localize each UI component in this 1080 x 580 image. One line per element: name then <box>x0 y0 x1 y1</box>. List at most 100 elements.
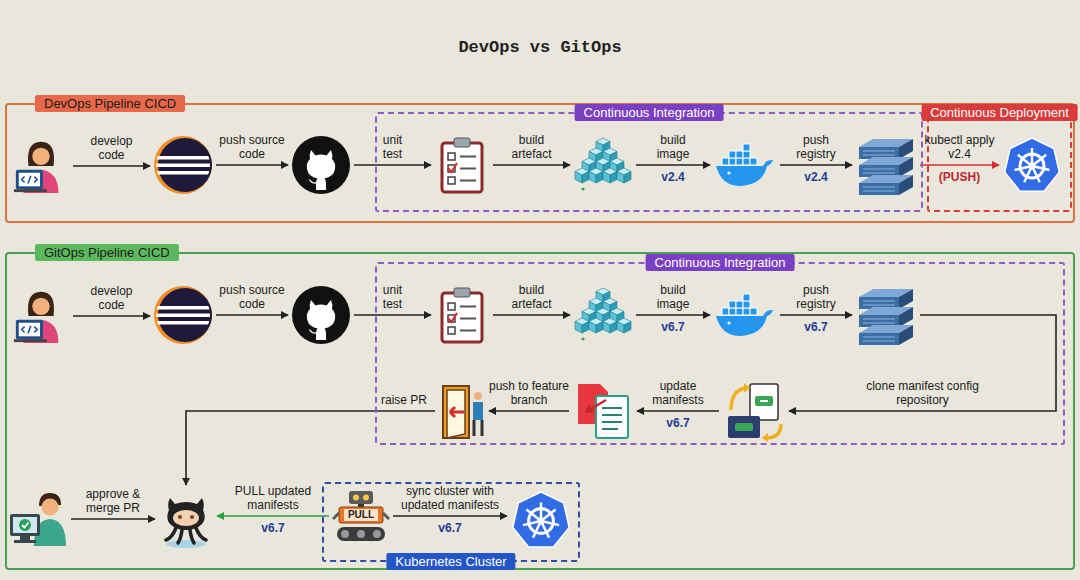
icon-graphic <box>153 135 213 195</box>
tool-icon <box>153 285 213 345</box>
icon-text: PULL <box>332 509 390 520</box>
icon-graphic <box>434 285 490 345</box>
tool-icon <box>153 135 213 195</box>
icon-graphic <box>855 135 917 195</box>
icon-graphic <box>153 285 213 345</box>
edge-label: kubectl apply v2.4 <box>920 133 1000 161</box>
tool-icon <box>8 490 68 548</box>
icon-graphic <box>722 380 786 442</box>
version-label: (PUSH) <box>939 170 980 184</box>
version-label: v2.4 <box>804 170 827 184</box>
icon-graphic <box>12 137 70 195</box>
pipeline-band: DevOps Pipeline CICDContinuous Integrati… <box>5 103 1075 223</box>
edge-label: develop code <box>86 134 138 162</box>
edge-label: push source code <box>217 133 287 161</box>
flow-arrow <box>393 515 507 517</box>
edge-label: raise PR <box>381 393 427 407</box>
icon-graphic <box>713 139 777 191</box>
flow-arrow <box>216 164 288 166</box>
icon-graphic <box>855 285 917 345</box>
version-label: v6.7 <box>666 416 689 430</box>
icon-graphic <box>158 488 214 550</box>
diagram-title: DevOps vs GitOps <box>0 38 1080 57</box>
flow-arrow <box>780 314 852 316</box>
flow-arrow <box>493 164 570 166</box>
tool-icon <box>158 488 214 550</box>
stage-title: Continuous Integration <box>575 104 724 121</box>
icon-graphic <box>291 135 351 195</box>
tool-icon <box>510 490 572 552</box>
tool-icon <box>713 139 777 191</box>
edge-label: unit test <box>373 133 413 161</box>
edge-label: unit test <box>373 283 413 311</box>
version-label: v6.7 <box>804 320 827 334</box>
edge-label: sync cluster with updated manifests <box>394 484 506 512</box>
flow-arrow <box>73 165 150 167</box>
icon-graphic <box>1002 136 1062 196</box>
icon-graphic <box>8 490 68 548</box>
flow-arrow <box>354 164 431 166</box>
edge-label: build image <box>651 133 695 161</box>
tool-icon <box>12 287 70 345</box>
stage-group: Continuous Deployment <box>927 112 1072 212</box>
tool-icon <box>438 382 486 440</box>
flow-arrow <box>354 314 431 316</box>
edge-label: develop code <box>86 284 138 312</box>
tool-icon: PULL <box>332 487 390 545</box>
tool-icon <box>713 289 777 341</box>
flow-arrow <box>789 315 1056 411</box>
version-label: v6.7 <box>661 320 684 334</box>
stage-title: Kubernetes Cluster <box>386 553 515 570</box>
edge-label: PULL updated manifests <box>231 484 315 512</box>
tool-icon <box>573 135 633 195</box>
flow-arrow <box>489 410 569 412</box>
tool-icon <box>434 135 490 195</box>
stage-title: Continuous Deployment <box>921 104 1078 121</box>
flow-arrow <box>71 518 155 520</box>
edge-label: build artefact <box>506 133 558 161</box>
icon-graphic <box>573 135 633 195</box>
edge-label: build artefact <box>506 283 558 311</box>
edge-label: clone manifest config repository <box>865 379 980 407</box>
icon-graphic <box>572 380 634 442</box>
stage-title: Continuous Integration <box>646 254 795 271</box>
edge-label: push to feature branch <box>483 379 575 407</box>
tool-icon <box>1002 136 1062 196</box>
version-label: v6.7 <box>261 521 284 535</box>
flow-arrow <box>216 314 288 316</box>
flow-arrow <box>780 164 852 166</box>
icon-graphic <box>291 285 351 345</box>
tool-icon <box>572 380 634 442</box>
flow-arrow <box>493 314 570 316</box>
edge-label: approve & merge PR <box>73 487 153 515</box>
tool-icon <box>573 285 633 345</box>
icon-graphic <box>573 285 633 345</box>
tool-icon <box>855 285 917 345</box>
icon-graphic <box>434 135 490 195</box>
version-label: v2.4 <box>661 170 684 184</box>
flow-arrow <box>186 411 435 485</box>
stage-group: Continuous Integration <box>375 112 923 212</box>
tool-icon <box>434 285 490 345</box>
pipeline-title: DevOps Pipeline CICD <box>35 95 185 112</box>
icon-graphic <box>12 287 70 345</box>
edge-label: push registry <box>790 283 842 311</box>
edge-label: push registry <box>790 133 842 161</box>
tool-icon <box>12 137 70 195</box>
flow-arrow <box>920 164 999 166</box>
icon-graphic <box>713 289 777 341</box>
stage-group: Continuous Integration <box>375 262 1065 445</box>
pipeline-title: GitOps Pipeline CICD <box>35 244 179 261</box>
edge-label: push source code <box>217 283 287 311</box>
version-label: v6.7 <box>438 521 461 535</box>
flow-arrow <box>637 410 719 412</box>
icon-graphic <box>438 382 486 440</box>
flow-arrow <box>217 515 329 517</box>
tool-icon <box>291 135 351 195</box>
edge-label: update manifests <box>638 379 718 407</box>
flow-arrow <box>636 314 710 316</box>
tool-icon <box>291 285 351 345</box>
tool-icon <box>722 380 786 442</box>
flow-arrow <box>636 164 710 166</box>
